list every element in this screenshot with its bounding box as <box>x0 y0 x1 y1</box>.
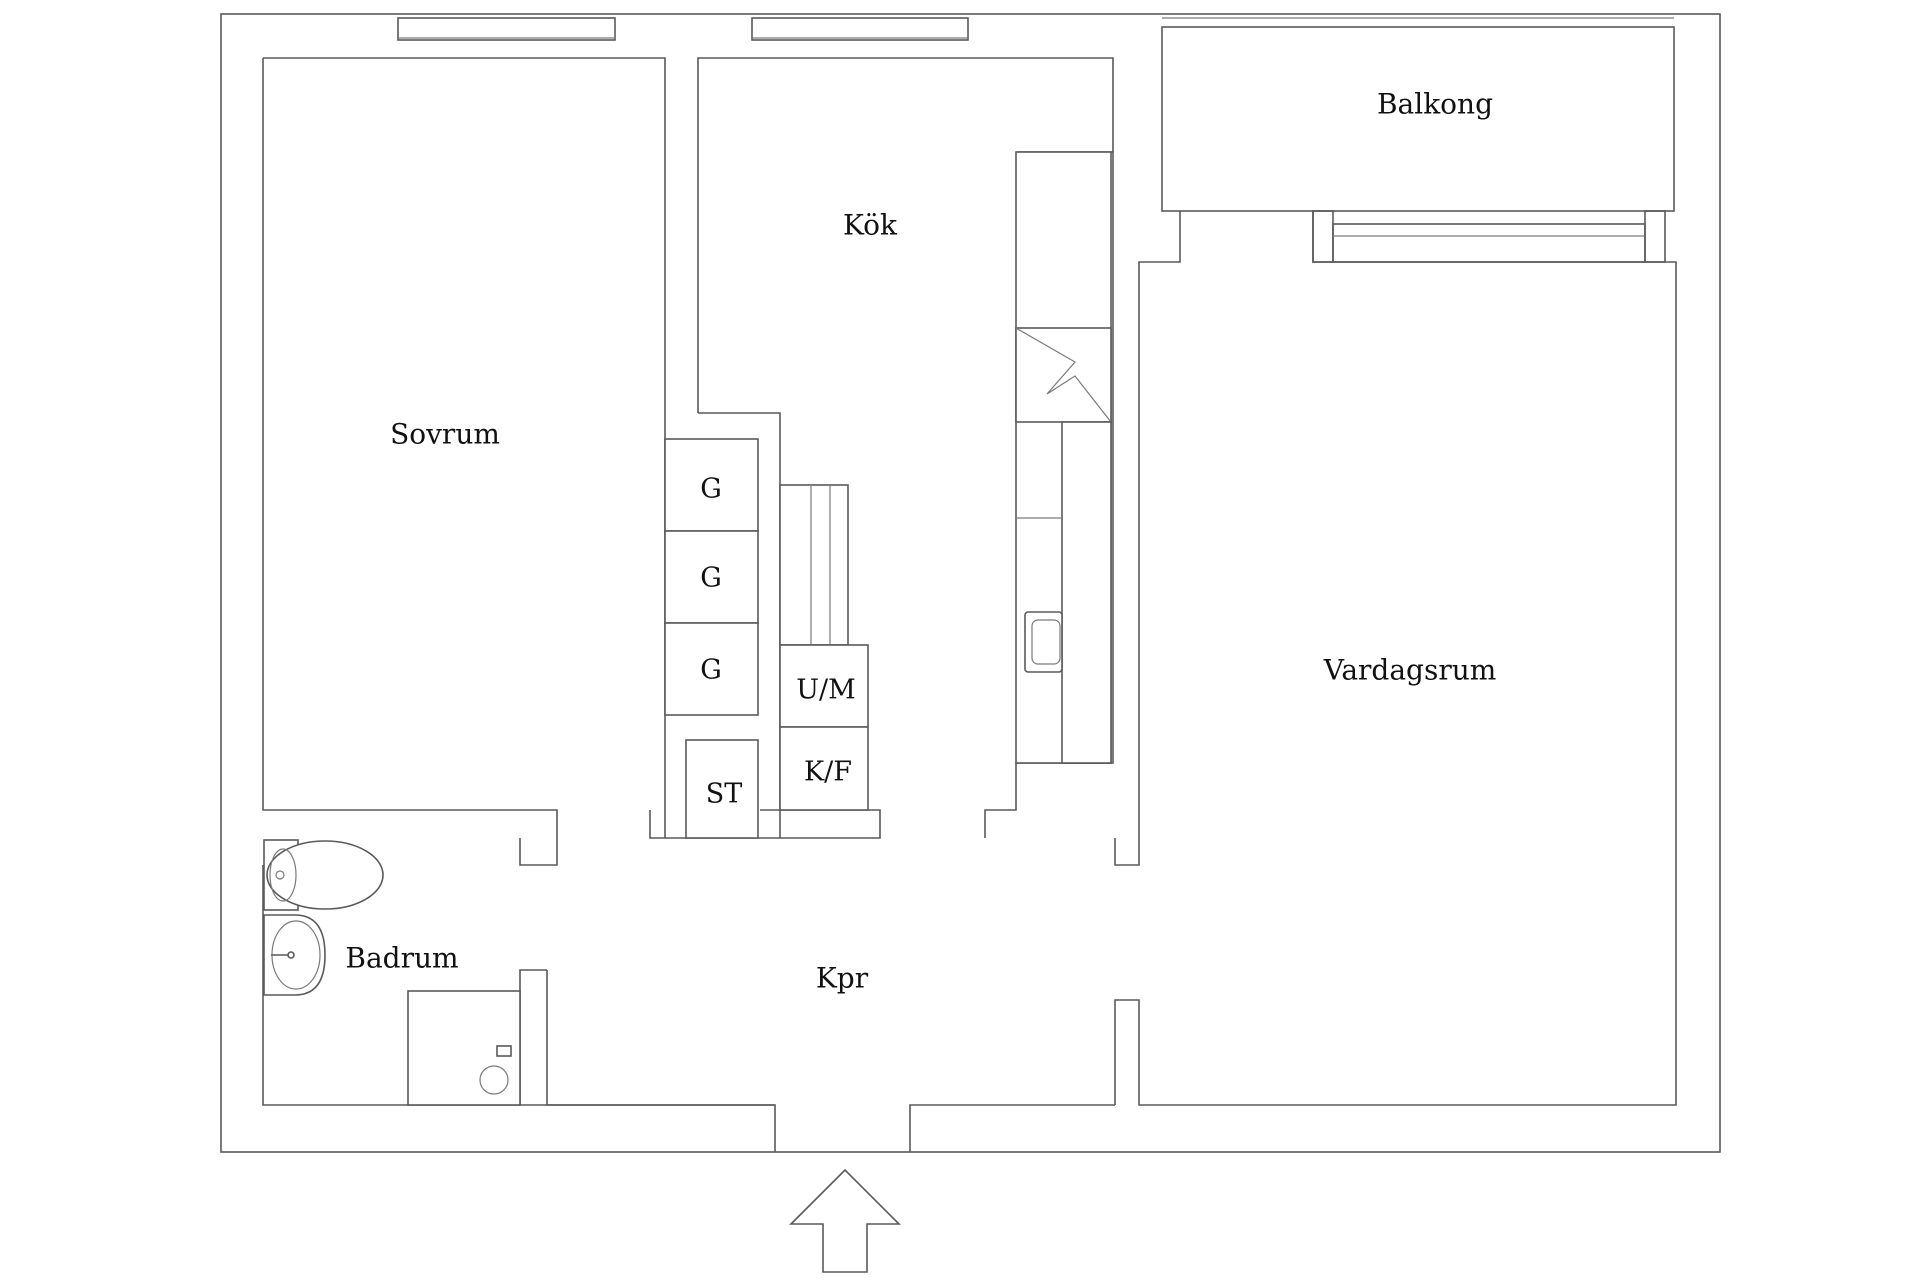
balcony <box>1161 17 1675 212</box>
kitchen-counter <box>1015 151 1112 764</box>
label-badrum: Badrum <box>345 942 458 975</box>
kitchen-sink-icon <box>1024 611 1063 673</box>
window-kitchen <box>751 17 969 41</box>
label-kok: Kök <box>843 209 898 242</box>
label-kpr: Kpr <box>816 962 869 995</box>
room-kpr <box>262 809 1115 1152</box>
entrance-arrow-icon <box>789 1168 901 1273</box>
stove-icon <box>1015 327 1112 423</box>
wardrobes <box>664 438 759 839</box>
label-fridge-freezer: K/F <box>804 757 852 788</box>
label-wardrobe-1: G <box>700 474 722 505</box>
washbasin-icon <box>263 914 326 996</box>
label-oven-micro: U/M <box>796 675 856 706</box>
label-balkong: Balkong <box>1377 88 1493 121</box>
outer-wall <box>220 13 1721 1153</box>
kitchen-tall-units <box>779 484 869 811</box>
label-wardrobe-2: G <box>700 563 722 594</box>
label-storage: ST <box>706 779 743 810</box>
room-sovrum <box>262 57 666 866</box>
label-vardagsrum: Vardagsrum <box>1323 654 1497 687</box>
label-wardrobe-3: G <box>700 655 722 686</box>
room-vardagsrum <box>1114 210 1677 1106</box>
bathroom-fixtures <box>263 839 521 1106</box>
shower-icon <box>407 990 521 1106</box>
toilet-icon <box>263 839 384 911</box>
label-sovrum: Sovrum <box>390 418 500 451</box>
window-bedroom <box>397 17 616 41</box>
